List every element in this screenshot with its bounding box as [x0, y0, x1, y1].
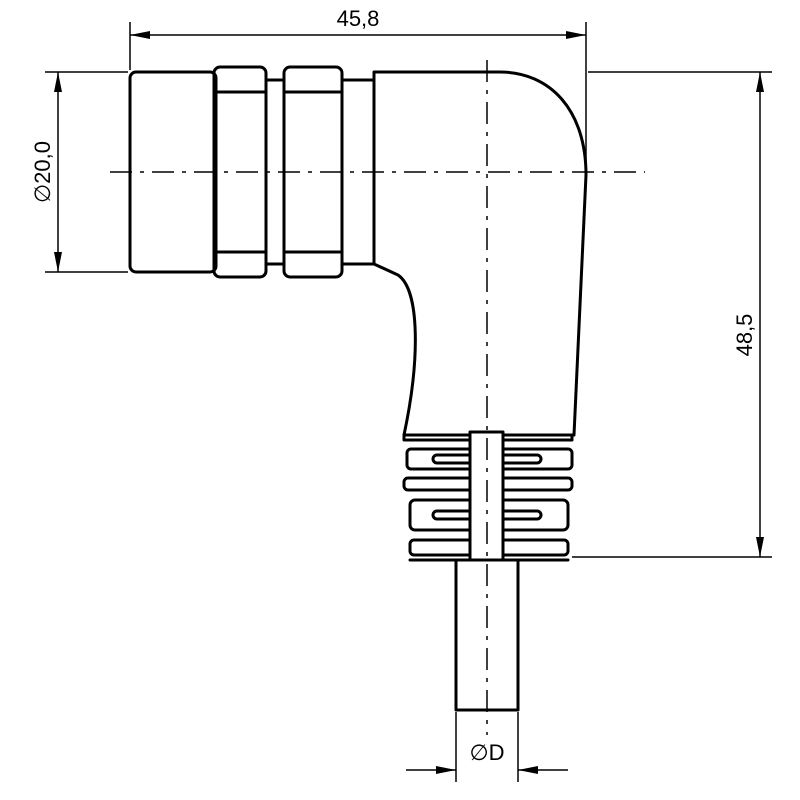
width-label: 45,8: [337, 6, 380, 31]
connector-body: [128, 65, 588, 712]
cable-diameter-dimension: ∅D: [406, 712, 568, 782]
diameter-symbol: ∅: [30, 184, 55, 203]
width-dimension: 45,8: [129, 6, 587, 170]
cable-diameter-label: D: [489, 740, 505, 765]
height-dimension: 48,5: [572, 71, 772, 558]
cable-diameter-symbol: ∅: [469, 740, 488, 765]
diameter-label: 20,0: [30, 141, 55, 184]
svg-text:∅20,0: ∅20,0: [30, 141, 55, 203]
diameter-dimension: ∅20,0: [30, 71, 128, 273]
height-label: 48,5: [732, 314, 757, 357]
angled-housing: [372, 70, 588, 437]
svg-text:∅D: ∅D: [469, 740, 504, 765]
strain-relief: [402, 430, 574, 562]
